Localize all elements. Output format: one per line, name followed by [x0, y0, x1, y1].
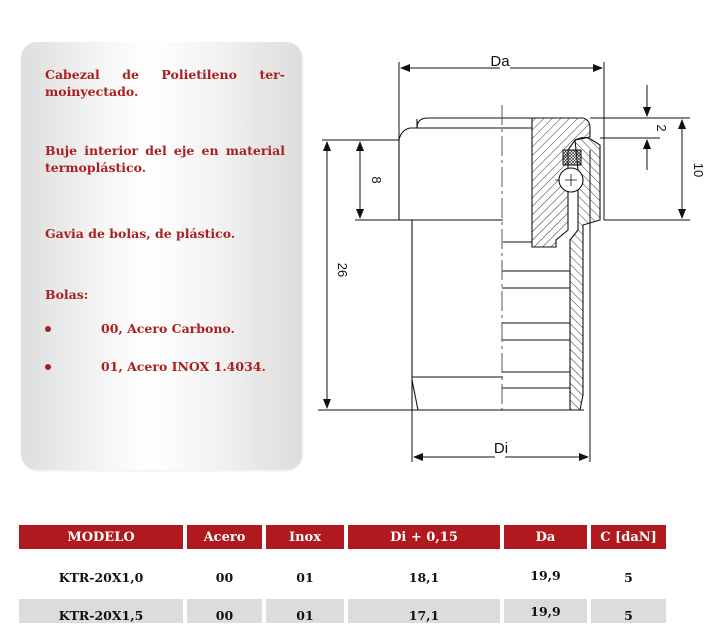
cell-inox: 01 [296, 569, 314, 585]
cell-acero: 00 [215, 569, 234, 585]
bullet-text: 00, Acero Carbono. [101, 321, 235, 336]
cell-acero: 00 [187, 599, 262, 623]
word: de [122, 67, 139, 82]
bullet-text: 01, Acero INOX 1.4034. [101, 359, 266, 374]
svg-text:Di: Di [494, 440, 508, 457]
word: ter- [259, 67, 285, 82]
dimension-da: Da [398, 53, 605, 220]
svg-text:8: 8 [369, 176, 384, 183]
column-header-inox: Inox [266, 525, 344, 549]
cell-inox: 01 [266, 599, 344, 623]
part-outline [318, 117, 584, 411]
column-header-modelo: MODELO [19, 525, 183, 549]
description-paragraph-cage: Gavia de bolas, de plástico. [45, 226, 236, 241]
column-header-acero: Acero [187, 525, 262, 549]
cell-modelo: KTR-20X1,0 [58, 569, 144, 585]
cell-da: 19,9 [530, 568, 561, 583]
paragraph-line: moinyectado. [45, 84, 139, 99]
svg-text:2: 2 [654, 124, 669, 131]
cell-load: 5 [624, 569, 633, 585]
description-paragraph-head: Cabezal de Polietileno ter- moinyectado. [45, 66, 285, 100]
cell-load: 5 [591, 599, 666, 623]
dimension-8: 8 [322, 139, 399, 221]
column-header-load: C [daN] [591, 525, 666, 549]
table-row: KTR-20X1,0 00 01 18,1 19,9 5 [19, 565, 666, 589]
cell-modelo: KTR-20X1,5 [19, 599, 183, 623]
column-header-da: Da [504, 525, 587, 549]
paragraph-line: Cabezal de Polietileno ter- [45, 66, 285, 83]
bullet-icon [45, 363, 51, 370]
table-row: KTR-20X1,5 00 01 17,1 19,9 5 [19, 599, 666, 623]
dimension-10: 10 [604, 119, 706, 221]
inner-sleeve-section [569, 136, 601, 411]
column-header-di: Di + 0,15 [348, 525, 500, 549]
cell-di: 17,1 [348, 599, 500, 623]
technical-drawing: Da Di 8 26 2 10 [318, 53, 706, 462]
word: Polietileno [161, 67, 237, 82]
svg-text:10: 10 [691, 163, 706, 177]
cell-da: 19,9 [504, 599, 587, 623]
word: Cabezal [45, 67, 100, 82]
cage-section [562, 149, 582, 166]
description-card: Cabezal de Polietileno ter- moinyectado.… [21, 42, 302, 470]
svg-text:26: 26 [335, 263, 350, 277]
description-paragraph-bushing: Buje interior del eje en material termop… [45, 143, 285, 175]
bullet-item-carbon-steel: 00, Acero Carbono. [45, 321, 235, 336]
cell-di: 18,1 [408, 569, 440, 585]
description-paragraph-balls-heading: Bolas: [45, 287, 89, 302]
bullet-item-stainless-steel: 01, Acero INOX 1.4034. [45, 359, 266, 374]
dimension-2: 2 [590, 85, 690, 170]
svg-text:Da: Da [490, 53, 510, 70]
dimension-di: Di [411, 150, 591, 462]
dimension-26: 26 [323, 141, 350, 409]
table-header-row: MODELO Acero Inox Di + 0,15 Da C [daN] [19, 525, 666, 549]
bullet-icon [45, 325, 51, 332]
